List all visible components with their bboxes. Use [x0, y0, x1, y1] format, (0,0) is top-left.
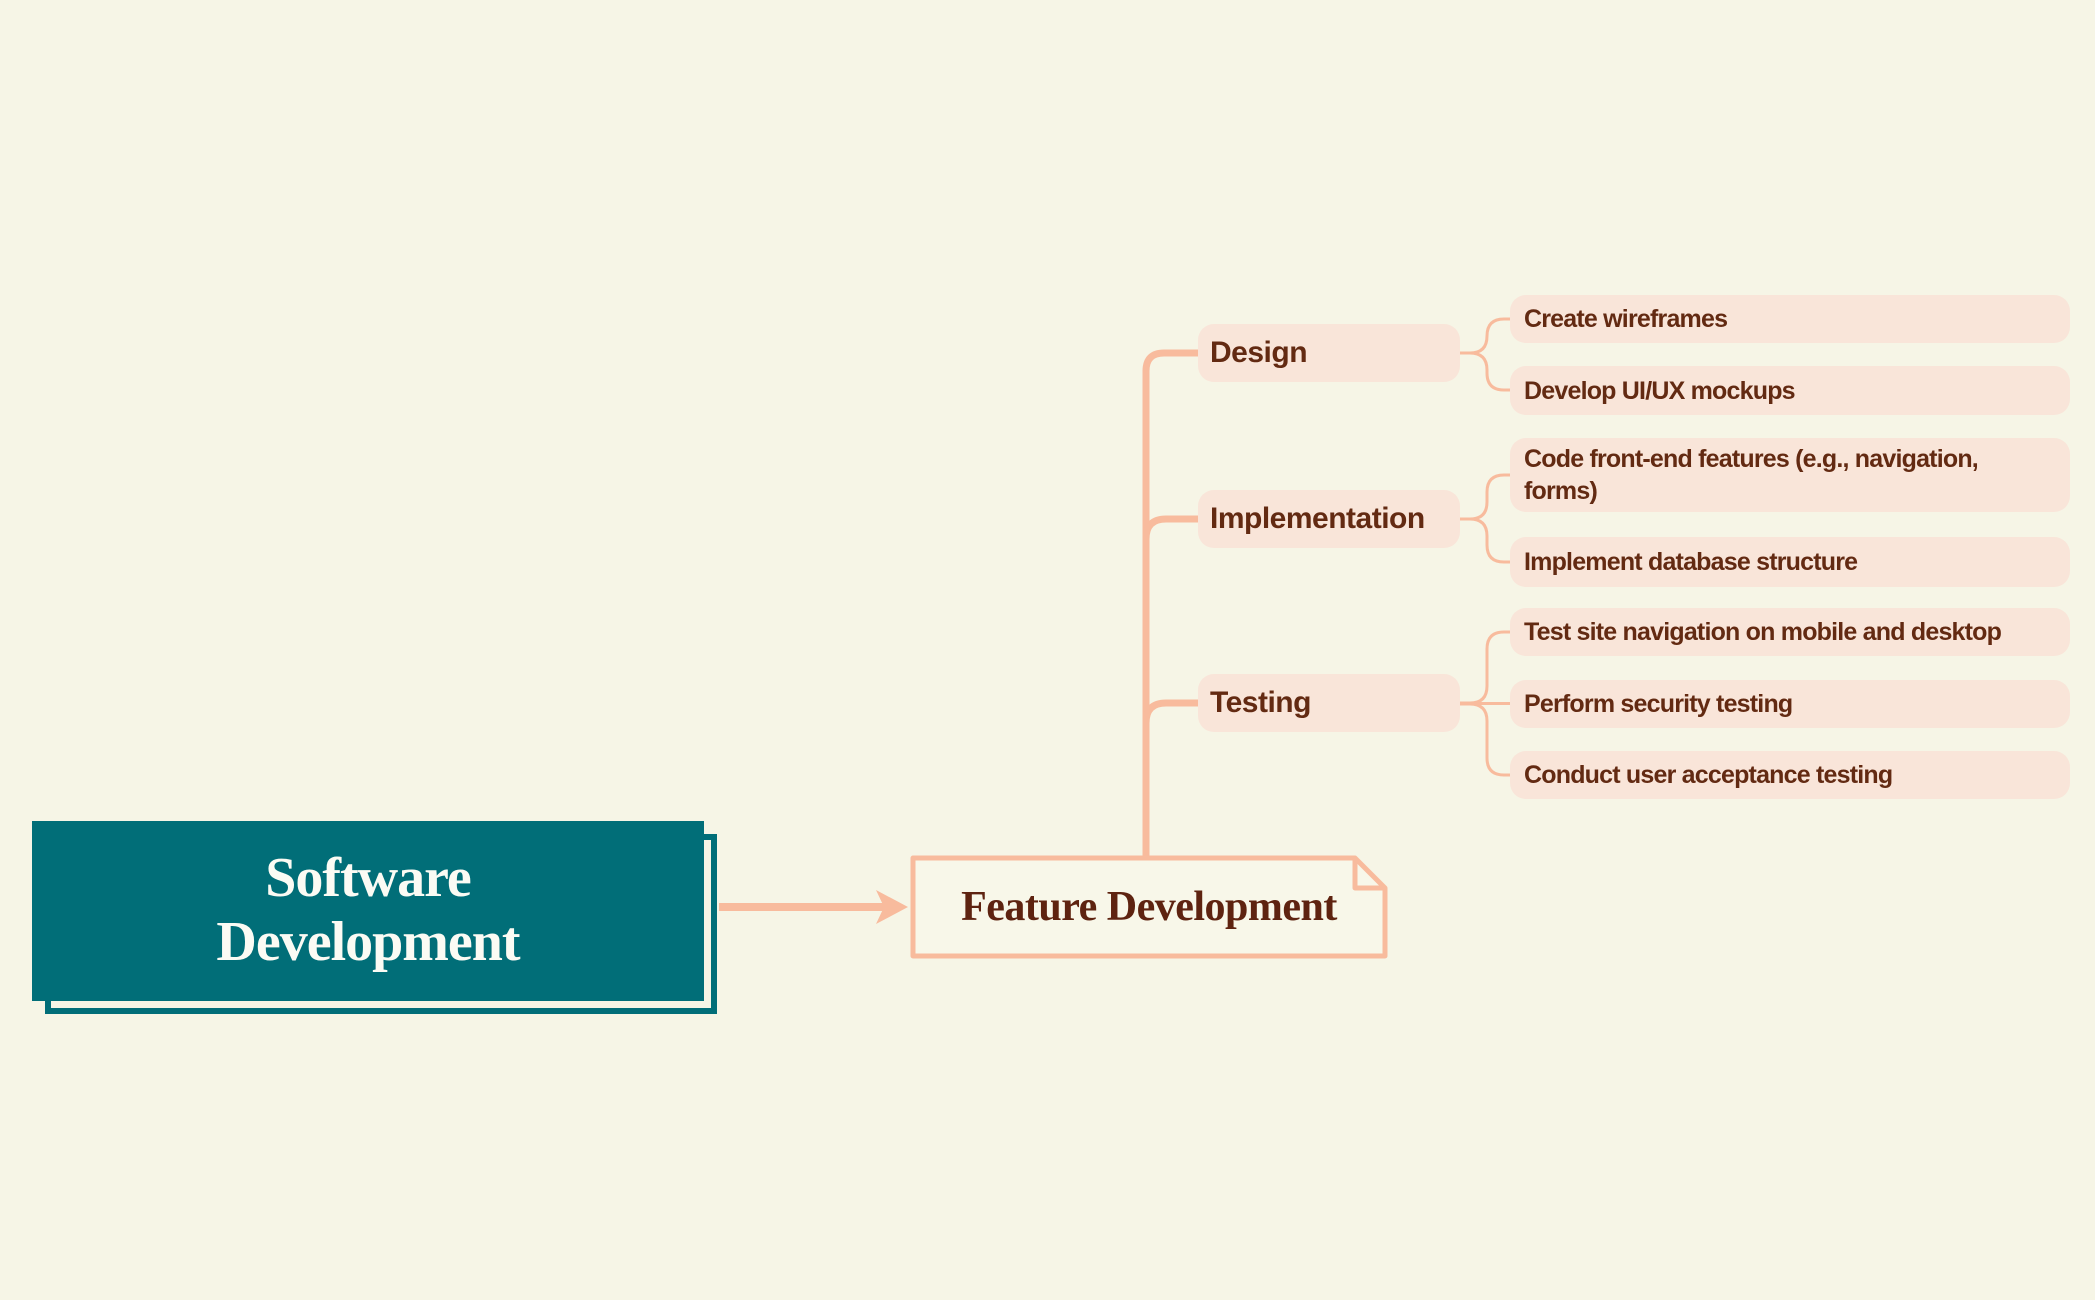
leaf-code-frontend-label: Code front-end features (e.g., navigatio…: [1524, 445, 1979, 505]
leaf-acceptance-testing-label: Conduct user acceptance testing: [1524, 761, 1893, 789]
trunk-connector: [1142, 349, 1200, 860]
leaf-develop-mockups-label: Develop UI/UX mockups: [1524, 376, 1796, 405]
root-arrowhead: [876, 890, 908, 924]
design-child-connector-down: [1460, 351, 1512, 392]
testing-child-connector-up: [1460, 630, 1512, 705]
branch-node-implementation[interactable]: Implementation: [1198, 490, 1460, 548]
design-child-connector-up: [1460, 317, 1512, 355]
implementation-child-connector-up: [1460, 473, 1512, 521]
root-node-label: Software Development: [216, 847, 520, 973]
leaf-security-testing-label: Perform security testing: [1524, 690, 1793, 718]
implementation-branch-connector: [1142, 515, 1200, 540]
branch-node-testing[interactable]: Testing: [1198, 674, 1460, 732]
leaf-database-structure[interactable]: Implement database structure: [1510, 537, 2070, 587]
branch-design-label: Design: [1210, 336, 1308, 369]
leaf-code-frontend[interactable]: Code front-end features (e.g., navigatio…: [1510, 438, 2070, 512]
leaf-develop-mockups[interactable]: Develop UI/UX mockups: [1510, 366, 2070, 415]
leaf-database-structure-label: Implement database structure: [1524, 548, 1858, 576]
leaf-test-navigation[interactable]: Test site navigation on mobile and deskt…: [1510, 608, 2070, 656]
topic-note-shape[interactable]: [910, 855, 1388, 959]
branch-implementation-label: Implementation: [1210, 502, 1425, 535]
topic-note-fold-icon: [1352, 858, 1385, 891]
branch-testing-label: Testing: [1210, 686, 1311, 719]
topic-node-label: Feature Development: [961, 884, 1337, 930]
testing-branch-connector: [1142, 699, 1200, 724]
branch-node-design[interactable]: Design: [1198, 324, 1460, 382]
root-node[interactable]: Software Development: [32, 821, 704, 1001]
leaf-test-navigation-label: Test site navigation on mobile and deskt…: [1524, 618, 2002, 646]
leaf-create-wireframes-label: Create wireframes: [1524, 305, 1728, 333]
testing-child-connector-down: [1460, 702, 1512, 777]
leaf-create-wireframes[interactable]: Create wireframes: [1510, 295, 2070, 343]
leaf-security-testing[interactable]: Perform security testing: [1510, 680, 2070, 728]
leaf-acceptance-testing[interactable]: Conduct user acceptance testing: [1510, 751, 2070, 799]
implementation-child-connector-down: [1460, 517, 1512, 564]
